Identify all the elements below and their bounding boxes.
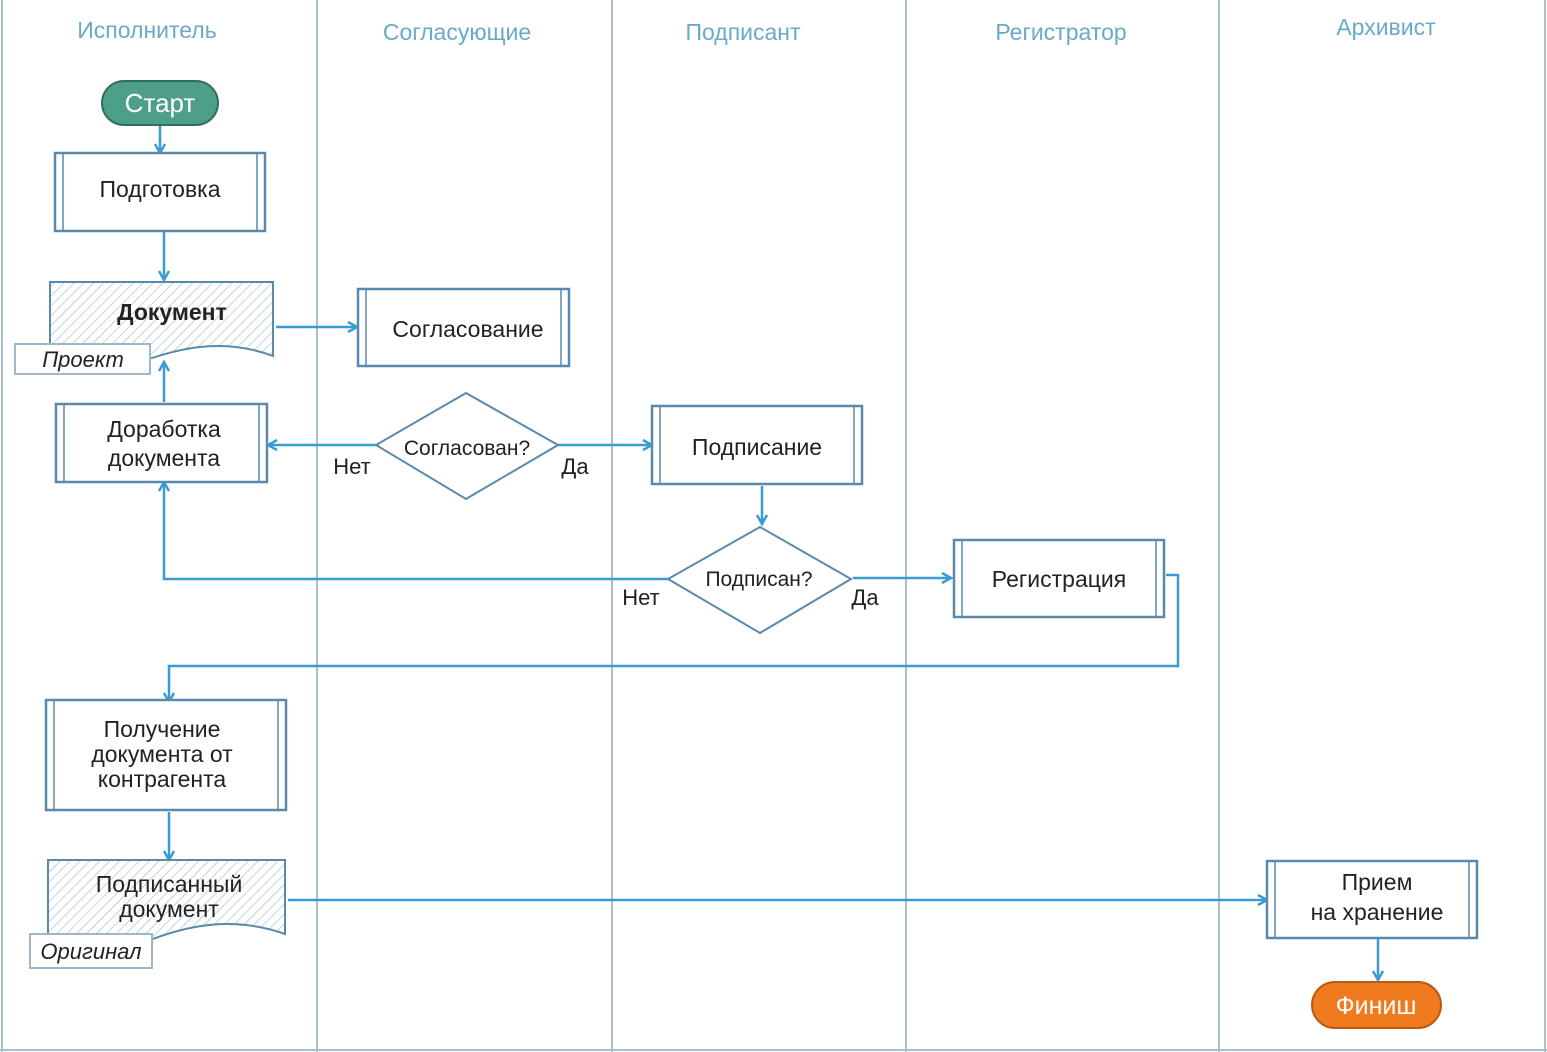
- registration-label: Регистрация: [992, 566, 1126, 592]
- archive-node: Прием на хранение: [1265, 859, 1479, 940]
- approval-node: Согласование: [356, 287, 571, 368]
- lane-title-registrar: Регистратор: [995, 19, 1126, 45]
- signed-document-label-line2: документ: [119, 896, 219, 922]
- prepare-node: Подготовка: [53, 151, 267, 233]
- approval-box: [356, 287, 571, 368]
- rework-box: [54, 402, 269, 484]
- signed-question-label: Подписан?: [705, 568, 812, 591]
- prepare-box: [53, 151, 267, 233]
- signing-node: Подписание: [650, 404, 864, 486]
- lane-title-approvers: Согласующие: [383, 19, 531, 45]
- rework-label-line2: документа: [108, 445, 220, 471]
- edges: [160, 125, 1378, 980]
- signed-diamond: [665, 525, 853, 635]
- approval-label: Согласование: [392, 316, 543, 342]
- document-tag-box: [14, 343, 151, 375]
- approved-question-label: Согласован?: [404, 437, 530, 460]
- document-tag-label: Проект: [42, 347, 124, 372]
- edge-signed-no: [164, 482, 668, 581]
- receive-box: [44, 698, 288, 812]
- signing-box: [650, 404, 864, 486]
- edge-registration-receive: [169, 573, 1180, 702]
- archive-label-line1: Прием: [1342, 869, 1413, 895]
- archive-box: [1265, 859, 1479, 940]
- receive-node: Получение документа от контрагента: [44, 698, 288, 812]
- signed-document-label-line1: Подписанный: [96, 871, 243, 897]
- approved-diamond: [374, 391, 561, 501]
- finish-node: Финиш: [1311, 981, 1442, 1029]
- prepare-label: Подготовка: [99, 176, 220, 202]
- lane-title-executor: Исполнитель: [77, 17, 216, 43]
- document-node: Документ Проект: [14, 281, 274, 375]
- approved-decision: Согласован? Нет Да: [333, 391, 589, 501]
- start-shape: [101, 80, 219, 126]
- signing-label: Подписание: [692, 434, 822, 460]
- rework-node: Доработка документа: [54, 402, 269, 484]
- signed-yes-label: Да: [851, 585, 879, 610]
- signed-document-tag-box: [29, 933, 153, 969]
- signed-decision: Подписан? Нет Да: [622, 525, 879, 635]
- receive-label-line3: контрагента: [98, 766, 227, 792]
- registration-box: [952, 538, 1166, 619]
- registration-node: Регистрация: [952, 538, 1166, 619]
- archive-label-line2: на хранение: [1311, 899, 1444, 925]
- signed-document-tag-label: Оригинал: [40, 939, 141, 964]
- document-label: Документ: [117, 299, 227, 325]
- finish-label: Финиш: [1336, 992, 1417, 1020]
- lane-title-archivist: Архивист: [1336, 14, 1436, 40]
- receive-label-line2: документа от: [91, 741, 233, 767]
- lane-title-signer: Подписант: [685, 19, 801, 45]
- signed-document-node: Подписанный документ Оригинал: [29, 859, 286, 969]
- finish-shape: [1311, 981, 1442, 1029]
- receive-label-line1: Получение: [104, 716, 221, 742]
- approved-yes-label: Да: [561, 454, 589, 479]
- start-node: Старт: [101, 80, 219, 126]
- signed-no-label: Нет: [622, 585, 659, 610]
- start-label: Старт: [125, 88, 196, 118]
- approved-no-label: Нет: [333, 454, 370, 479]
- rework-label-line1: Доработка: [107, 416, 221, 442]
